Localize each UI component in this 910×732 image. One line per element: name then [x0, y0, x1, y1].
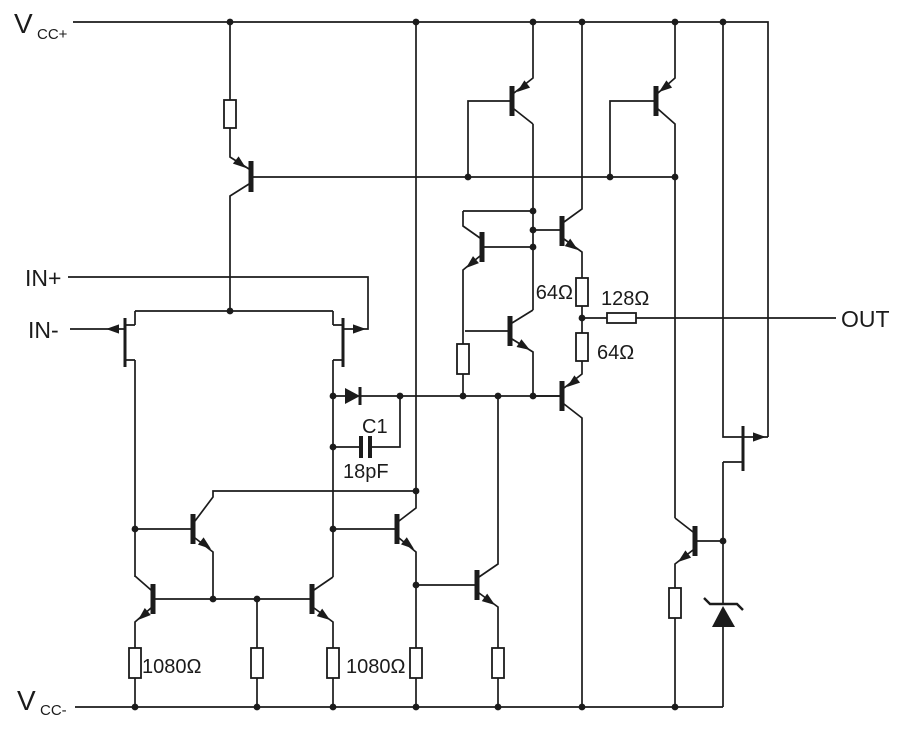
label-in-minus: IN-	[28, 317, 59, 343]
label-r128: 128Ω	[601, 288, 649, 310]
net-input-current-source	[229, 22, 675, 311]
net-second-stage	[462, 22, 676, 518]
net-bias-chain	[335, 22, 499, 707]
label-vcc-plus: V	[14, 8, 33, 39]
resistor-bias-chain	[409, 647, 423, 679]
resistor-1080-left	[128, 647, 142, 679]
resistor-64-upper	[575, 277, 589, 307]
transistor-arrows	[106, 80, 766, 620]
power-rails	[73, 21, 769, 708]
labels: V CC+ V CC- IN+ IN- OUT C1 18pF 64Ω 128Ω…	[14, 8, 890, 719]
net-right-bias	[674, 22, 768, 707]
net-input-pair	[68, 276, 369, 577]
label-c1: C1	[362, 416, 388, 438]
label-vcc-plus-sub: CC+	[37, 26, 68, 43]
resistor-right-emitter	[668, 587, 682, 619]
capacitor-c1	[359, 436, 372, 458]
resistor-64-lower	[575, 332, 589, 362]
label-r1080-left: 1080Ω	[142, 656, 201, 678]
junction-dots	[131, 18, 727, 711]
label-r64-lower: 64Ω	[597, 342, 634, 364]
resistor-bias-lower	[491, 647, 505, 679]
net-mirror-bottom	[134, 490, 416, 707]
label-out: OUT	[841, 306, 890, 332]
diode-compensation	[345, 387, 362, 405]
resistor-1080-right	[326, 647, 340, 679]
zener-diode	[703, 597, 744, 627]
label-r64-upper: 64Ω	[536, 282, 573, 304]
label-r1080-right: 1080Ω	[346, 656, 405, 678]
label-vcc-minus-sub: CC-	[40, 702, 67, 719]
label-in-plus: IN+	[25, 265, 61, 291]
resistor-128	[606, 312, 637, 324]
label-c1-value: 18pF	[343, 461, 389, 483]
resistor-input-bias	[223, 99, 237, 129]
label-vcc-minus: V	[17, 685, 36, 716]
resistor-mirror-center	[250, 647, 264, 679]
net-output-stage	[535, 22, 836, 707]
resistor-vbe	[456, 343, 470, 375]
